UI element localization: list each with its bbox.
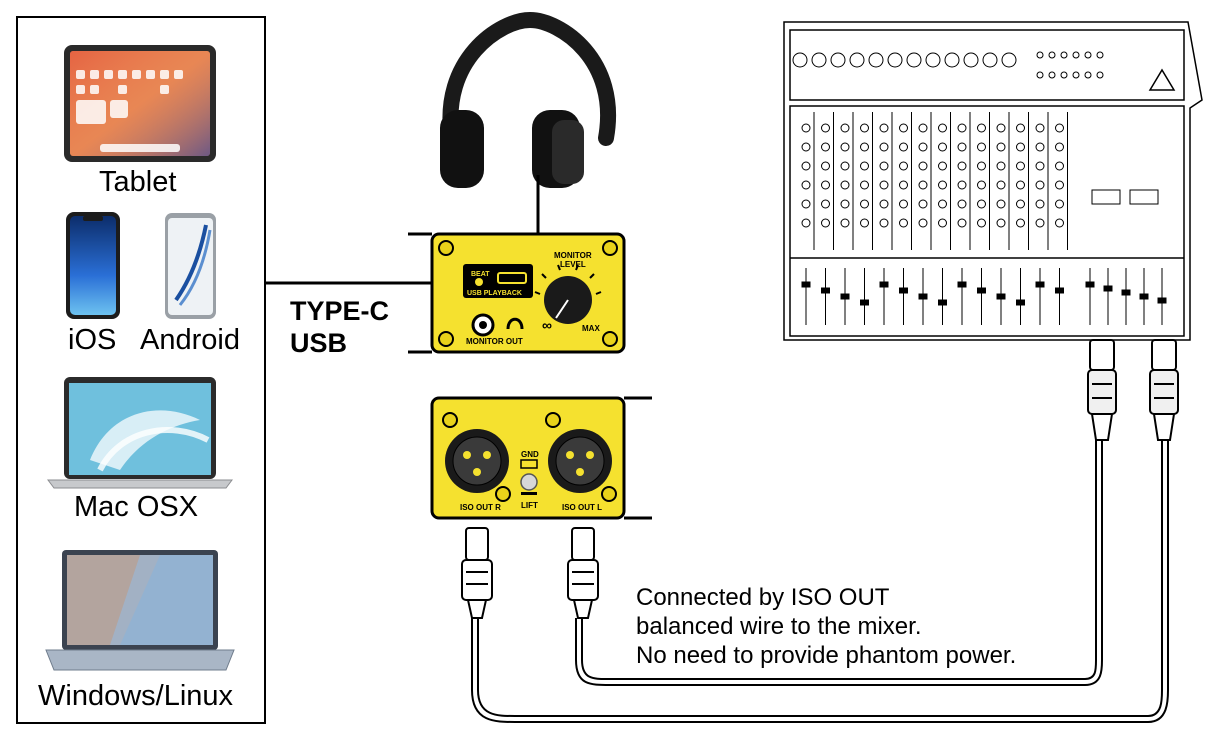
macbook-icon — [47, 377, 233, 489]
iphone-icon — [66, 212, 120, 319]
note-line-2: balanced wire to the mixer. — [636, 613, 922, 640]
max-label: MAX — [582, 324, 600, 333]
note-line-3: No need to provide phantom power. — [636, 642, 1017, 669]
type-c-label: TYPE-C — [290, 296, 390, 326]
android-phone-icon — [165, 213, 216, 319]
gnd-label: GND — [521, 450, 539, 459]
windows-label: Windows/Linux — [38, 680, 234, 712]
balanced-cable-left — [575, 440, 1103, 686]
balanced-cable-right — [471, 440, 1169, 723]
mixer-controls — [792, 51, 1167, 325]
xlr-plug-left-icon — [567, 527, 599, 619]
audio-mixer — [783, 21, 1203, 341]
android-label: Android — [140, 324, 240, 356]
ground-lift-switch-icon — [520, 459, 538, 495]
mixer-xlr-plug-2-icon — [1149, 339, 1179, 441]
monitor-out-label: MONITOR OUT — [466, 337, 523, 346]
beat-label: BEAT — [471, 271, 490, 278]
iso-out-r-label: ISO OUT R — [460, 503, 501, 512]
usb-playback-label: USB PLAYBACK — [467, 290, 522, 297]
min-label: ∞ — [542, 317, 552, 333]
xlr-right-jack-icon — [445, 429, 509, 493]
tablet-label: Tablet — [99, 166, 177, 198]
ios-label: iOS — [68, 324, 117, 356]
usb-label: USB — [290, 328, 348, 358]
lift-label: LIFT — [521, 501, 538, 510]
xlr-plug-right-icon — [461, 527, 493, 619]
mac-label: Mac OSX — [74, 491, 199, 523]
windows-laptop-icon — [45, 550, 235, 671]
monitor-level-line2: LEVEL — [560, 260, 586, 269]
note-line-1: Connected by ISO OUT — [636, 584, 890, 611]
tablet-icon — [64, 45, 216, 162]
iso-out-l-label: ISO OUT L — [562, 503, 602, 512]
xlr-left-jack-icon — [548, 429, 612, 493]
monitor-level-line1: MONITOR — [554, 251, 592, 260]
usb-interface-box — [430, 232, 626, 354]
mixer-xlr-plug-1-icon — [1087, 339, 1117, 441]
headphones-icon — [440, 11, 616, 188]
